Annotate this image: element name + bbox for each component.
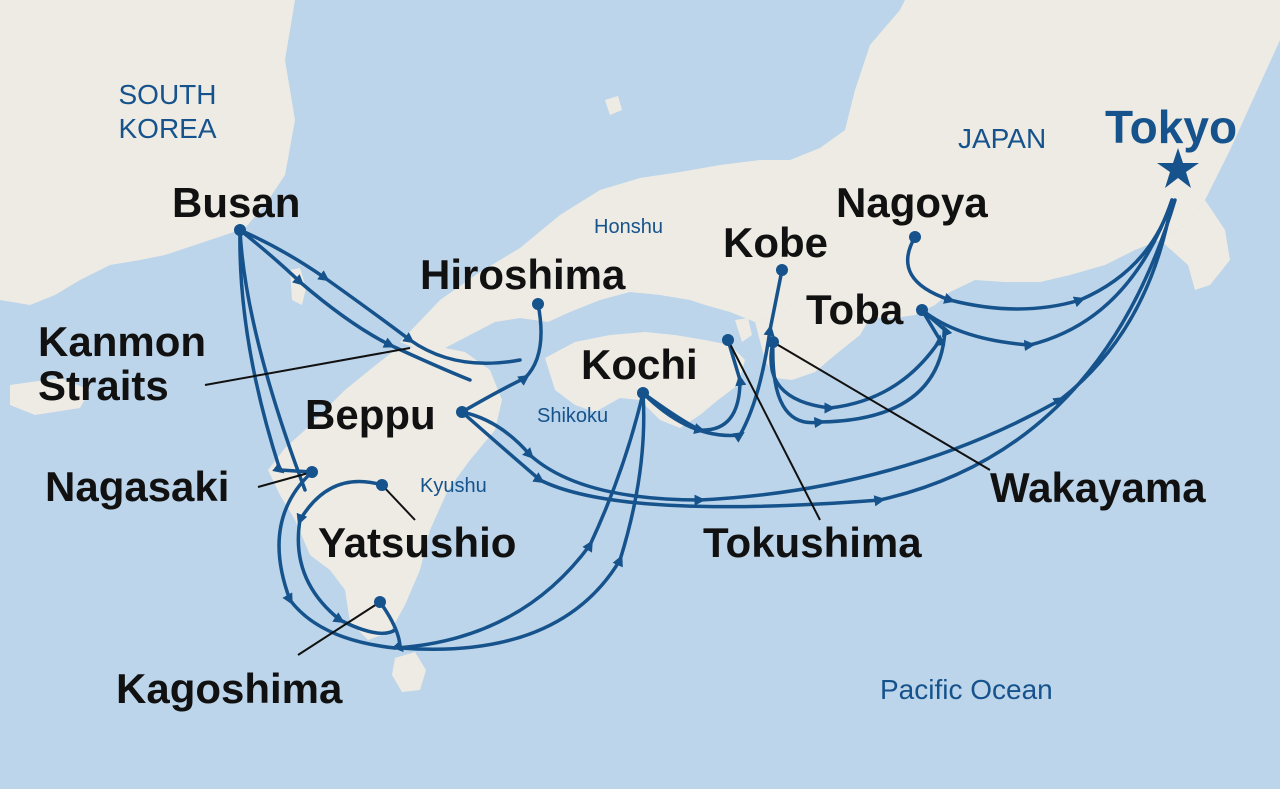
- route-beppu-hiroshima: [460, 302, 543, 414]
- leader-lines: [204, 339, 991, 656]
- label-kobe[interactable]: Kobe: [723, 219, 828, 266]
- leader-tokushima: [727, 339, 821, 521]
- label-yatsushio[interactable]: Yatsushio: [318, 519, 517, 566]
- port-dot-icon[interactable]: [306, 466, 318, 478]
- port-dot-icon[interactable]: [916, 304, 928, 316]
- port-dot-icon[interactable]: [456, 406, 468, 418]
- label-shikoku: Shikoku: [537, 405, 609, 427]
- label-beppu[interactable]: Beppu: [305, 391, 436, 438]
- label-japan: JAPAN: [958, 123, 1047, 154]
- japan-honshu-west: [400, 0, 1280, 350]
- leader-nagasaki: [257, 471, 313, 488]
- kii-peninsula: [755, 298, 870, 380]
- label-kochi[interactable]: Kochi: [581, 341, 698, 388]
- route-busan-nagasaki-a: [238, 228, 314, 474]
- port-dot-icon[interactable]: [776, 264, 788, 276]
- port-dot-icon[interactable]: [637, 387, 649, 399]
- label-toba[interactable]: Toba: [806, 286, 904, 333]
- port-dot-icon[interactable]: [722, 334, 734, 346]
- label-kanmon-straits[interactable]: Kanmon Straits: [38, 318, 206, 410]
- label-pacific-ocean: Pacific Ocean: [880, 674, 1053, 705]
- leader-yatsushio: [381, 484, 416, 521]
- label-nagasaki[interactable]: Nagasaki: [45, 463, 230, 510]
- port-dot-icon[interactable]: [532, 298, 544, 310]
- yakushima-island: [392, 652, 426, 692]
- label-nagoya[interactable]: Nagoya: [836, 179, 988, 226]
- label-honshu: Honshu: [594, 216, 663, 238]
- label-wakayama[interactable]: Wakayama: [990, 464, 1206, 511]
- route-yatsushio-kagoshima: [296, 479, 397, 636]
- label-hiroshima[interactable]: Hiroshima: [420, 251, 626, 298]
- leader-kanmon: [204, 347, 411, 386]
- star-icon[interactable]: [1157, 148, 1199, 188]
- port-dot-icon[interactable]: [234, 224, 246, 236]
- leader-kagoshima: [297, 601, 381, 656]
- oki-islands: [605, 96, 622, 115]
- label-tokushima[interactable]: Tokushima: [703, 519, 922, 566]
- route-wakayama-toba-b: [771, 308, 953, 429]
- route-busan-kanmon-south: [238, 228, 472, 382]
- route-nagasaki-kagoshima-outer: [277, 470, 397, 650]
- route-toba-tokyo: [920, 198, 1174, 352]
- cruise-routes: [238, 198, 1177, 653]
- port-dot-icon[interactable]: [374, 596, 386, 608]
- port-dot-icon[interactable]: [909, 231, 921, 243]
- label-kyushu: Kyushu: [420, 475, 487, 497]
- jeju-island: [10, 378, 90, 415]
- label-home-port-tokyo[interactable]: Tokyo: [1105, 101, 1238, 153]
- port-dots: [234, 224, 928, 608]
- label-kagoshima[interactable]: Kagoshima: [116, 665, 343, 712]
- label-busan[interactable]: Busan: [172, 179, 301, 226]
- label-south-korea: SOUTH KOREA: [118, 79, 217, 145]
- port-dot-icon[interactable]: [376, 479, 388, 491]
- chiba-peninsula: [1160, 200, 1230, 290]
- port-dot-icon[interactable]: [767, 336, 779, 348]
- route-nagoya-tokyo: [905, 198, 1174, 311]
- route-kochi-kobe: [641, 268, 784, 443]
- route-busan-nagasaki-b: [238, 228, 307, 492]
- route-beppu-tokyo-b: [460, 198, 1177, 509]
- leader-wakayama: [772, 341, 991, 471]
- korea-peninsula: [0, 0, 295, 305]
